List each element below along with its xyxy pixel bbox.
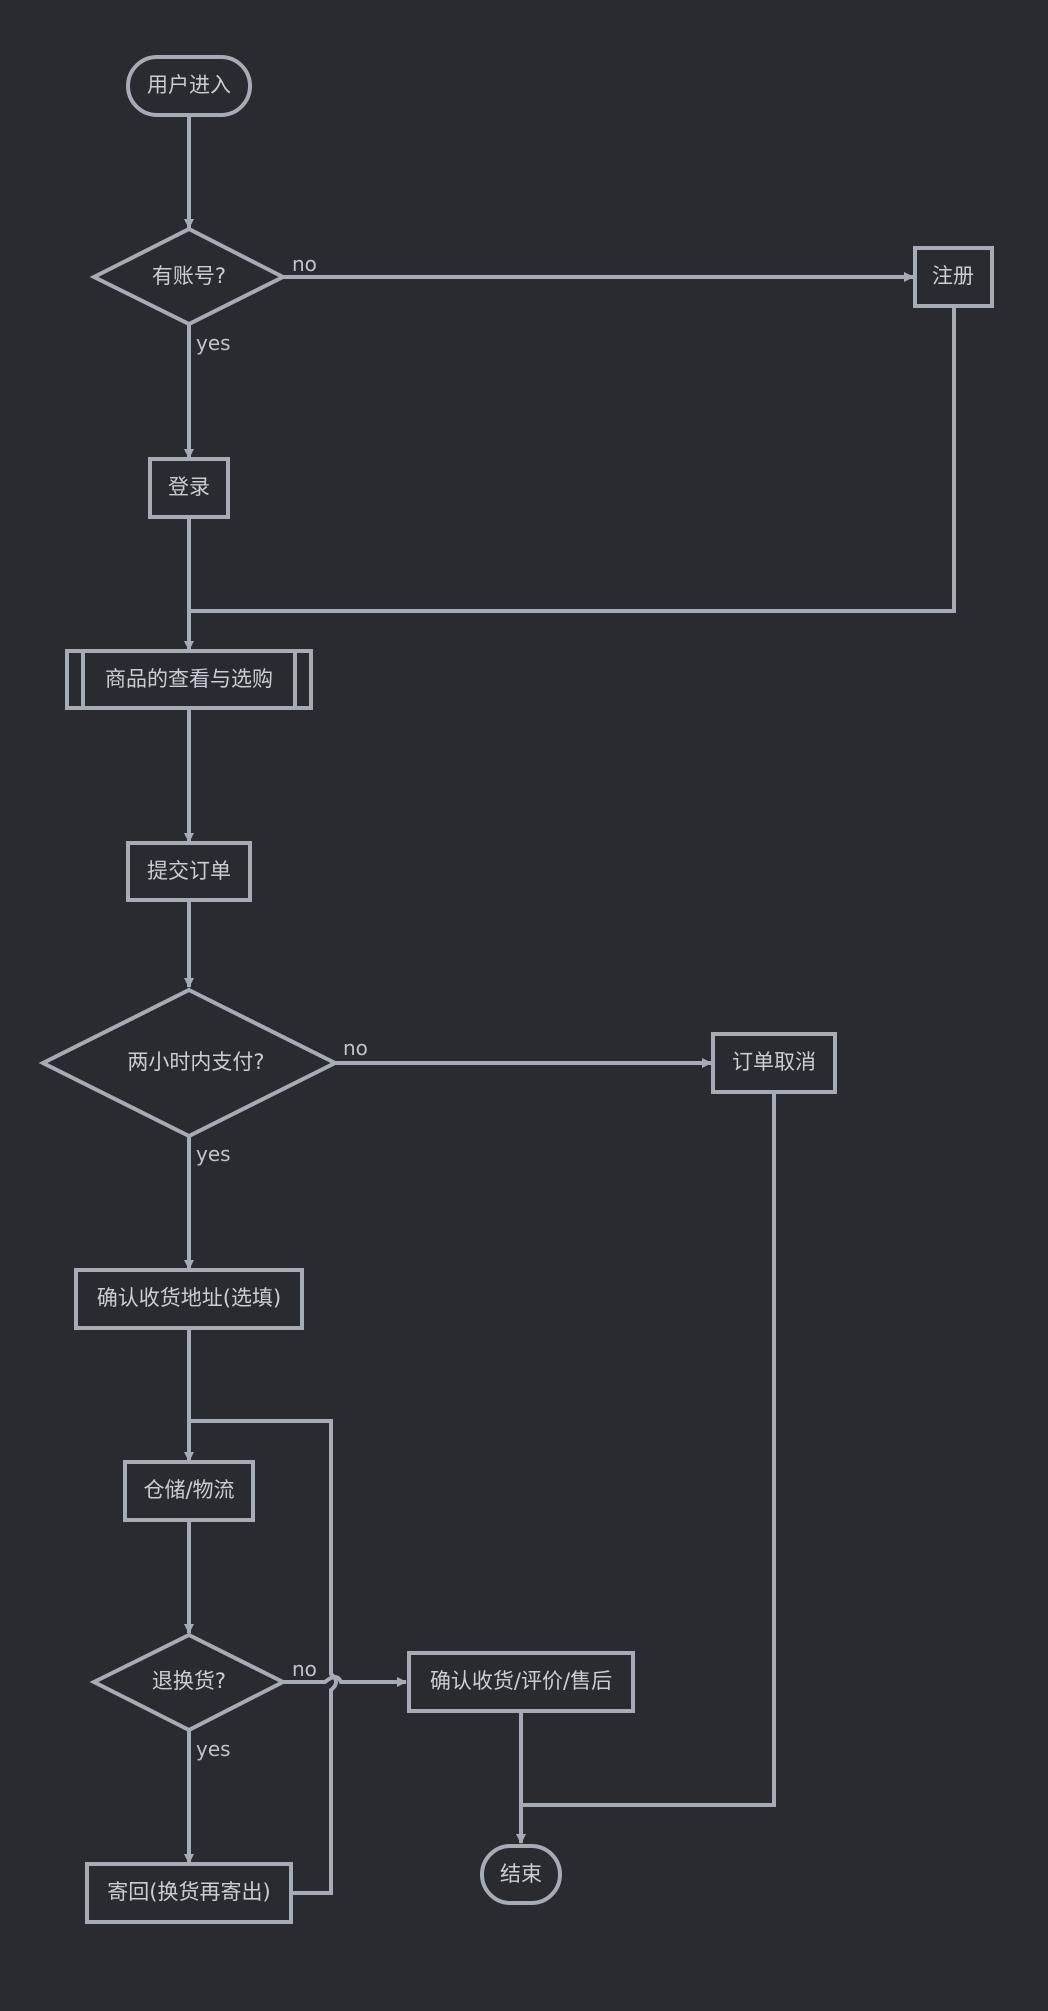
edge-label-pay-yes: yes	[196, 1142, 231, 1166]
edge-label-return-no: no	[292, 1657, 317, 1681]
node-login: 登录	[148, 457, 230, 519]
node-confirm-address-label: 确认收货地址(选填)	[97, 1286, 281, 1310]
node-browse-label: 商品的查看与选购	[105, 667, 273, 691]
node-order-cancel: 订单取消	[711, 1032, 837, 1094]
node-start: 用户进入	[126, 55, 252, 117]
edge-label-pay-no: no	[343, 1036, 368, 1060]
edge-register-to-browse	[189, 306, 956, 613]
node-return-exchange: 退换货?	[89, 1632, 288, 1733]
node-login-label: 登录	[168, 475, 210, 499]
node-browse: 商品的查看与选购	[65, 649, 313, 710]
node-register-label: 注册	[932, 264, 974, 288]
edge-labels: no yes no yes no yes	[196, 252, 368, 1761]
node-confirm-address: 确认收货地址(选填)	[74, 1268, 304, 1330]
node-submit-order: 提交订单	[126, 841, 252, 902]
edge-label-account-no: no	[292, 252, 317, 276]
node-has-account-label: 有账号?	[152, 264, 226, 288]
node-pay-within-2h: 两小时内支付?	[38, 987, 340, 1139]
edge-label-return-yes: yes	[196, 1737, 231, 1761]
node-confirm-receipt: 确认收货/评价/售后	[407, 1651, 635, 1713]
edge-sendback-to-warehouse	[189, 1419, 338, 1895]
node-register: 注册	[913, 246, 994, 308]
node-end-label: 结束	[500, 1862, 542, 1886]
node-send-back: 寄回(换货再寄出)	[85, 1862, 293, 1924]
node-submit-order-label: 提交订单	[147, 859, 231, 883]
edge-label-account-yes: yes	[196, 331, 231, 355]
node-warehouse: 仓储/物流	[123, 1460, 255, 1522]
node-order-cancel-label: 订单取消	[732, 1050, 816, 1074]
node-pay-within-2h-label: 两小时内支付?	[127, 1050, 264, 1074]
node-confirm-receipt-label: 确认收货/评价/售后	[430, 1669, 612, 1693]
node-send-back-label: 寄回(换货再寄出)	[107, 1880, 270, 1904]
node-start-label: 用户进入	[147, 73, 231, 97]
edges	[184, 115, 956, 1895]
edge-cancel-to-end	[521, 1092, 776, 1807]
node-has-account: 有账号?	[89, 226, 288, 327]
node-return-exchange-label: 退换货?	[152, 1669, 226, 1693]
node-warehouse-label: 仓储/物流	[143, 1478, 234, 1502]
node-end: 结束	[480, 1844, 562, 1905]
